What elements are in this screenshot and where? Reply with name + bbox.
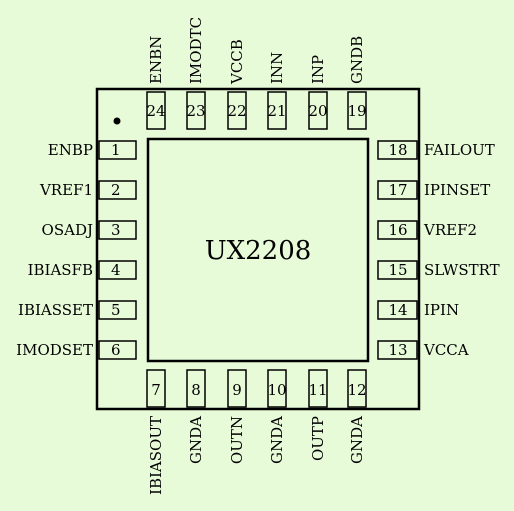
pin-pad-8 bbox=[186, 369, 206, 408]
pin-label-10: GNDA bbox=[268, 416, 286, 464]
pin-pad-14 bbox=[377, 300, 418, 320]
pin-number-15: 15 bbox=[388, 261, 407, 279]
pin-pad-5 bbox=[98, 300, 137, 320]
pin-number-20: 20 bbox=[308, 102, 327, 120]
pin-pad-1 bbox=[98, 140, 137, 160]
pin-label-1: ENBP bbox=[48, 141, 93, 159]
pin-number-17: 17 bbox=[388, 181, 407, 199]
pin-pad-18 bbox=[377, 140, 418, 160]
pin-label-11: OUTP bbox=[309, 416, 327, 461]
pins-layer: 1 ENBP 2 VREF1 3 OSADJ 4 IBIASFB 5 IBIASSET 6 IMODS… bbox=[16, 17, 500, 495]
pin-label-4: IBIASFB bbox=[28, 261, 93, 279]
pin-number-11: 11 bbox=[308, 381, 327, 399]
pin-number-7: 7 bbox=[151, 381, 161, 399]
pin-label-7: IBIASOUT bbox=[147, 416, 165, 495]
pin-pad-11 bbox=[308, 369, 328, 408]
pin-number-24: 24 bbox=[146, 102, 165, 120]
pin-number-22: 22 bbox=[227, 102, 246, 120]
pin-pad-19 bbox=[347, 91, 367, 130]
pin-pad-21 bbox=[267, 91, 287, 130]
pin-number-10: 10 bbox=[267, 381, 286, 399]
pin-pad-3 bbox=[98, 220, 137, 240]
pin-label-12: GNDA bbox=[348, 416, 366, 464]
pin-number-21: 21 bbox=[267, 102, 286, 120]
pin-pad-4 bbox=[98, 260, 137, 280]
pin-pad-7 bbox=[146, 369, 166, 408]
pin-label-19: GNDB bbox=[348, 36, 366, 84]
pin-label-23: IMODTC bbox=[187, 17, 205, 84]
pin-label-9: OUTN bbox=[228, 416, 246, 464]
pin-label-13: VCCA bbox=[423, 341, 469, 359]
pin-label-20: INP bbox=[309, 55, 327, 84]
pin-pad-20 bbox=[308, 91, 328, 130]
pin-number-14: 14 bbox=[388, 301, 407, 319]
pin-number-6: 6 bbox=[111, 341, 121, 359]
pin-label-8: GNDA bbox=[187, 416, 205, 464]
pin-label-6: IMODSET bbox=[16, 341, 93, 359]
pin-number-19: 19 bbox=[347, 102, 366, 120]
pin-pad-6 bbox=[98, 340, 137, 360]
pin-label-15: SLWSTRT bbox=[424, 261, 500, 279]
pin-number-23: 23 bbox=[186, 102, 205, 120]
pin-number-8: 8 bbox=[191, 381, 201, 399]
pin-label-2: VREF1 bbox=[39, 181, 93, 199]
pin-pad-22 bbox=[227, 91, 247, 130]
pin-number-18: 18 bbox=[388, 141, 407, 159]
pin-number-4: 4 bbox=[111, 261, 121, 279]
pin-pad-24 bbox=[146, 91, 166, 130]
pin-pad-16 bbox=[377, 220, 418, 240]
pin-number-13: 13 bbox=[388, 341, 407, 359]
package-outline bbox=[95, 87, 421, 411]
pin-number-3: 3 bbox=[111, 221, 121, 239]
pin-label-18: FAILOUT bbox=[424, 141, 495, 159]
pin-pad-13 bbox=[377, 340, 418, 360]
pin-pad-17 bbox=[377, 180, 418, 200]
pin-number-2: 2 bbox=[111, 181, 121, 199]
die-outline bbox=[146, 137, 370, 363]
pin-number-1: 1 bbox=[111, 141, 121, 159]
pin-label-5: IBIASSET bbox=[18, 301, 93, 319]
pin-number-9: 9 bbox=[232, 381, 242, 399]
pin-label-14: IPIN bbox=[424, 301, 459, 319]
pin-number-5: 5 bbox=[111, 301, 121, 319]
pin-label-17: IPINSET bbox=[424, 181, 490, 199]
pin-pad-9 bbox=[227, 369, 247, 408]
pin-pad-12 bbox=[347, 369, 367, 408]
pin-label-16: VREF2 bbox=[423, 221, 477, 239]
pin-pad-2 bbox=[98, 180, 137, 200]
chip-name: UX2208 bbox=[205, 236, 312, 266]
pin1-marker bbox=[113, 117, 121, 125]
pin-label-22: VCCB bbox=[228, 39, 246, 85]
pin-pad-15 bbox=[377, 260, 418, 280]
pin-number-12: 12 bbox=[347, 381, 366, 399]
pin-number-16: 16 bbox=[388, 221, 407, 239]
pin-pad-23 bbox=[186, 91, 206, 130]
pin-label-21: INN bbox=[268, 52, 286, 84]
pin-label-3: OSADJ bbox=[42, 221, 93, 239]
pin-pad-10 bbox=[267, 369, 287, 408]
pin-label-24: ENBN bbox=[147, 36, 165, 84]
